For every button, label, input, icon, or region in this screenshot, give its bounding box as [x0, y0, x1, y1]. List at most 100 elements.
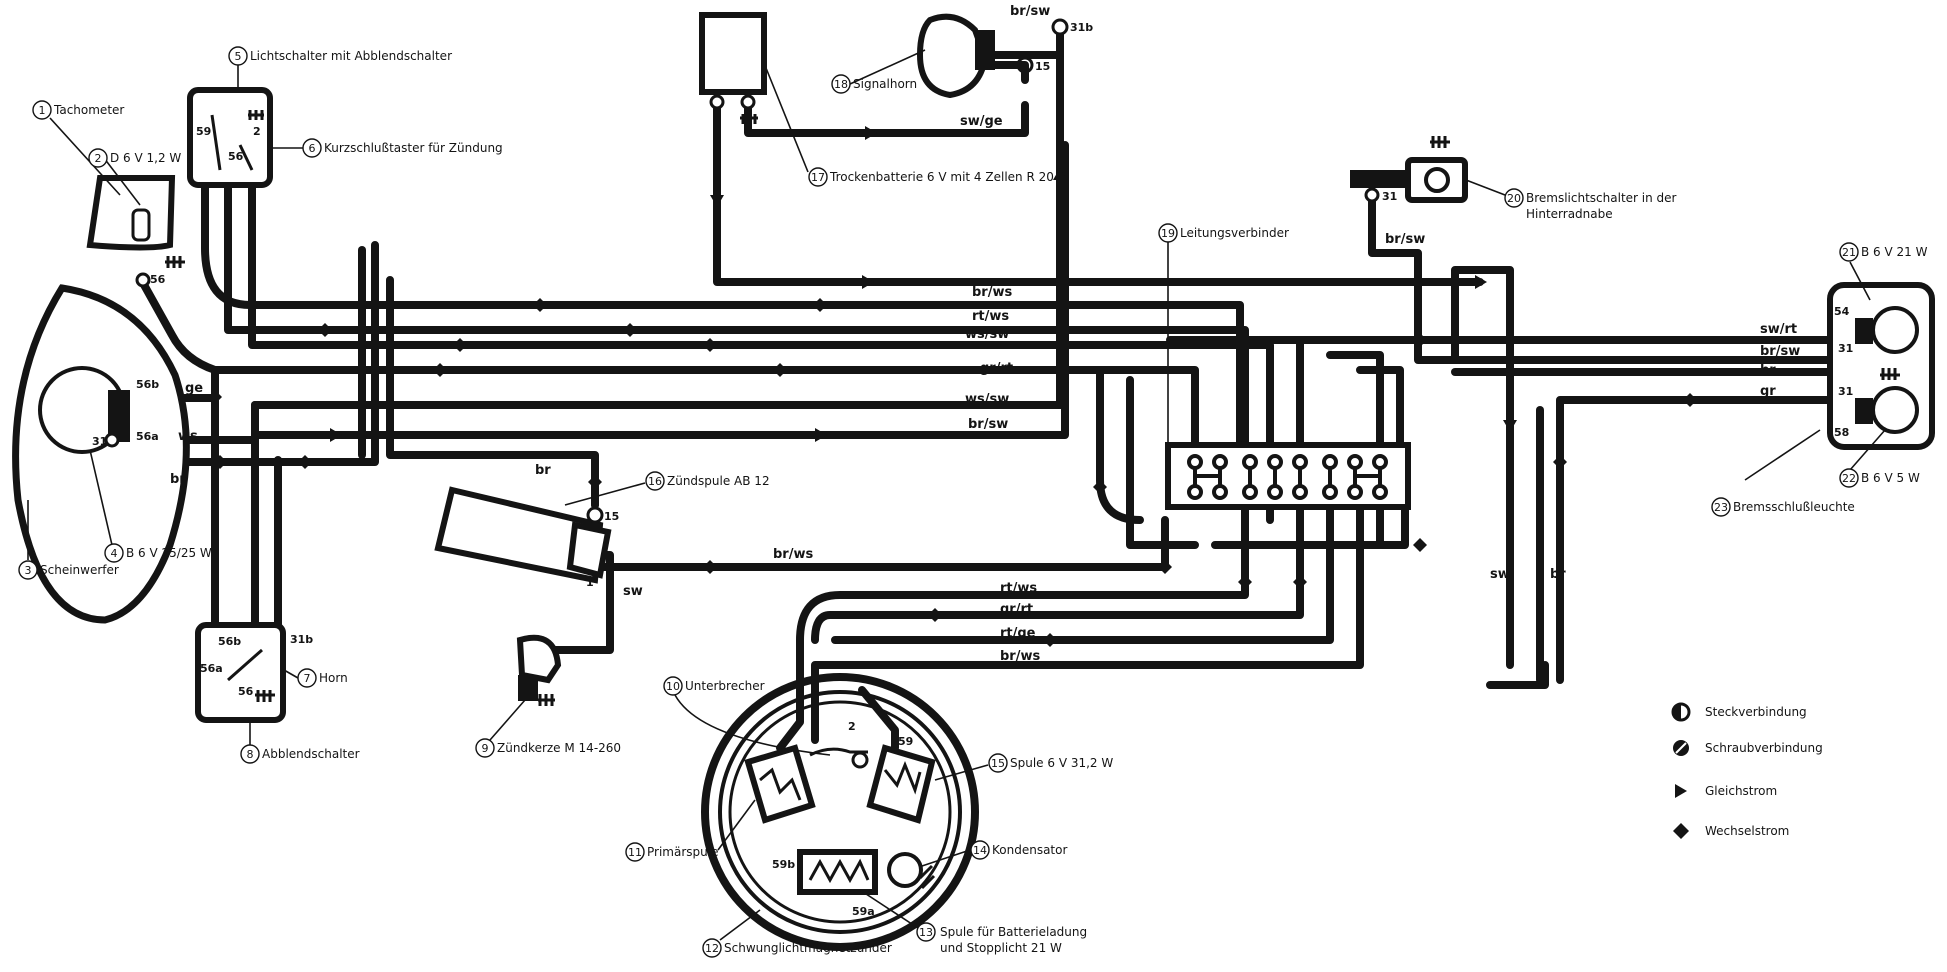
callout-20-label: Bremslichtschalter in der	[1526, 191, 1677, 205]
terminal-15-horn: 15	[1035, 60, 1050, 73]
signal-horn: 31b 15	[916, 13, 1093, 99]
ac-marker	[213, 455, 227, 469]
legend-gleich: Gleichstrom	[1675, 784, 1777, 798]
spark-plug-cap	[516, 634, 562, 684]
callout-18-circle	[831, 74, 851, 94]
ac-markers	[208, 298, 1697, 647]
terminal-31-brake: 31	[1382, 190, 1397, 203]
wire-label: br/sw	[968, 417, 1008, 432]
callout-13-circle	[916, 922, 936, 942]
legend-schraub-label: Schraubverbindung	[1705, 741, 1823, 755]
terminal-56b-head: 56b	[136, 378, 159, 391]
wire-label: sw/rt	[1760, 322, 1797, 337]
wire-brws-coil	[551, 516, 1169, 571]
wire-low-grrt	[811, 496, 1304, 644]
wire-label: br/sw	[1760, 344, 1800, 359]
legend-schraub: Schraubverbindung	[1673, 740, 1823, 756]
callout-9-label: Zündkerze M 14-260	[497, 741, 621, 755]
magneto-inner-ring	[718, 690, 962, 934]
callout-9-number: 9	[482, 742, 489, 755]
wire-label: ge	[185, 381, 203, 396]
ac-marker	[703, 338, 717, 352]
ac-marker	[318, 323, 332, 337]
wire-label: rt/ws	[1000, 581, 1037, 596]
terminal-56-tacho: 56	[150, 273, 166, 286]
dc-marker	[862, 275, 874, 289]
terminal-15-coil: 15	[604, 510, 619, 523]
callout-4-label: B 6 V 25/25 W	[126, 546, 212, 560]
callout-22-circle	[1839, 468, 1859, 488]
battery	[699, 12, 767, 124]
ignition-coil: 15 1	[434, 486, 619, 589]
legend-steck: Steckverbindung	[1671, 702, 1807, 722]
callout-5-circle	[228, 46, 248, 66]
terminal-59a-mag: 59a	[852, 905, 875, 918]
brake-31-connector	[1364, 187, 1380, 203]
dc-marker	[1053, 168, 1067, 180]
ac-marker	[773, 363, 787, 377]
callout-2-circle	[88, 148, 108, 168]
terminal-31-tail-a: 31	[1838, 342, 1853, 355]
wire-label: rt/ws	[972, 309, 1009, 324]
wire-mag-b	[858, 686, 899, 752]
callout-11-number: 11	[628, 846, 642, 859]
horn-stem	[975, 30, 995, 70]
callout-4-number: 4	[111, 547, 118, 560]
callout-21-label: B 6 V 21 W	[1861, 245, 1928, 259]
ac-marker	[533, 298, 547, 312]
callout-14-circle	[970, 840, 990, 860]
wire-tail-ground	[1486, 661, 1549, 689]
callout-6-label: Kurzschlußtaster für Zündung	[324, 141, 503, 155]
callout-16-number: 16	[648, 475, 662, 488]
tail-bulb-socket	[1855, 398, 1873, 424]
ac-marker	[1158, 560, 1172, 574]
ac-marker	[298, 455, 312, 469]
callout-7-label: Horn	[319, 671, 348, 685]
ac-marker	[1683, 393, 1697, 407]
wire-horn-feed	[991, 51, 1064, 84]
brake-ground-icon	[1430, 136, 1450, 148]
battery-minus-connector	[740, 94, 756, 110]
wire-tacho	[139, 279, 219, 374]
spark-plug-ground-icon	[538, 694, 555, 706]
wire-low-y	[1211, 496, 1409, 549]
wire-label: br/sw	[1385, 232, 1425, 247]
wire-label: ws/sw	[965, 392, 1009, 407]
dimmer-contact	[227, 648, 263, 682]
wire-con-6	[1356, 366, 1404, 474]
terminal-54-tail: 54	[1834, 305, 1850, 318]
ac-marker	[703, 560, 717, 574]
ac-marker	[208, 390, 222, 404]
callout-13-label-2: und Stopplicht 21 W	[940, 941, 1062, 955]
dimmer-ground-icon	[255, 690, 275, 702]
wire-mag-a	[776, 686, 804, 752]
callout-22-number: 22	[1842, 472, 1856, 485]
callout-9-circle	[475, 738, 495, 758]
terminal-59-switch: 59	[196, 125, 211, 138]
terminal-2-switch: 2	[253, 125, 261, 138]
terminal-56a-dim: 56a	[200, 662, 223, 675]
ac-marker	[623, 323, 637, 337]
callout-17-number: 17	[811, 171, 825, 184]
wire-brsw-brake	[1368, 191, 1929, 364]
callout-7-circle	[297, 668, 317, 688]
brake-switch-lever	[1350, 170, 1405, 188]
charging-coil-winding-icon	[808, 858, 870, 884]
callout-8-number: 8	[247, 748, 254, 761]
battery-plus-connector	[709, 94, 725, 110]
callout-12-number: 12	[705, 942, 719, 955]
callout-19-number: 19	[1161, 227, 1175, 240]
brake-switch-knob	[1424, 167, 1450, 193]
switch-contact-b	[238, 144, 254, 171]
terminal-59b-mag: 59b	[772, 858, 795, 871]
dc-marker	[865, 126, 877, 140]
callout-19-circle	[1158, 223, 1178, 243]
wire-con-1	[1096, 366, 1199, 474]
wire-label: ws/sw	[965, 327, 1009, 342]
tachometer: 56	[86, 175, 185, 288]
ignition-coil-body	[434, 486, 604, 584]
ac-marker	[1553, 455, 1567, 469]
ac-marker	[433, 363, 447, 377]
condenser-icon	[887, 852, 923, 888]
callout-11-circle	[625, 842, 645, 862]
